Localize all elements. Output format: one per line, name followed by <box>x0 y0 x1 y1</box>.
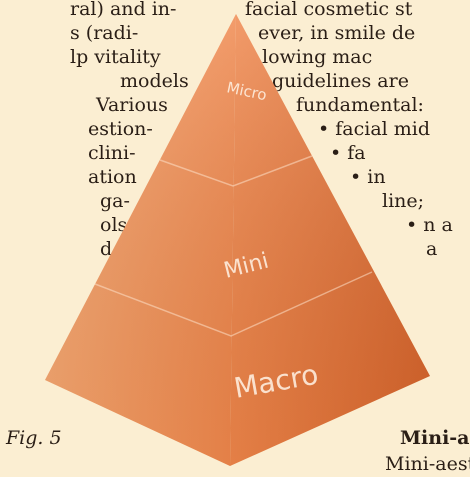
section-text: Mini-aest <box>385 453 470 475</box>
figure-caption: Fig. 5 <box>6 427 62 449</box>
section-heading: Mini-a <box>400 427 469 449</box>
